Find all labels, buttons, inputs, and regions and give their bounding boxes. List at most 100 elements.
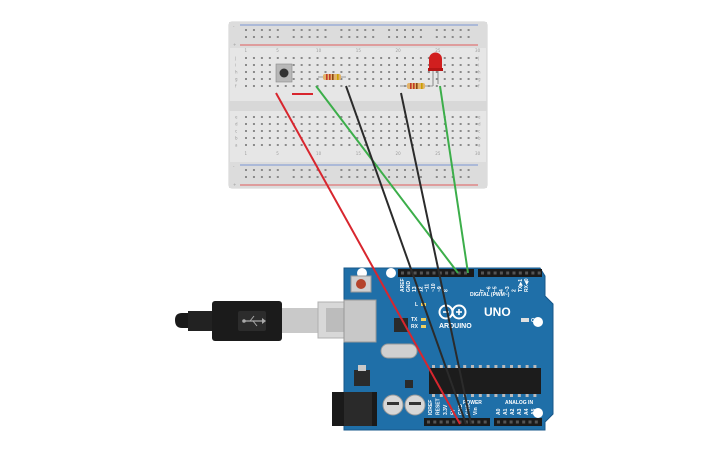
column-number: 25 [435, 151, 441, 156]
row-letter: e [235, 115, 238, 120]
row-letter: d [478, 122, 481, 127]
row-letter: a [235, 143, 238, 148]
usb-cable[interactable] [175, 301, 373, 341]
analog-label: ANALOG IN [505, 400, 533, 406]
pin-label-digital: 12 [418, 286, 424, 292]
wire-red-5v[interactable] [275, 92, 461, 425]
pin-label-digital: ~11 [425, 284, 431, 292]
wire-green-led[interactable] [439, 85, 469, 274]
row-letter: h [235, 70, 238, 75]
power-label: POWER [463, 400, 482, 406]
row-letter: f [235, 84, 237, 89]
capacitor [382, 394, 404, 416]
pin-label-aref: AREF [400, 278, 406, 292]
l-label: L [415, 302, 418, 308]
wires[interactable] [275, 85, 472, 425]
pin-label-digital: 2 [512, 289, 518, 292]
led-tx [421, 318, 426, 321]
column-number: 20 [396, 151, 402, 156]
pin-label-analog: A5 [531, 408, 537, 415]
digital-header-left [398, 269, 474, 277]
pin-label-digital: ~6 [486, 286, 492, 292]
led-red[interactable] [428, 52, 443, 87]
pin-label-analog: A1 [503, 408, 509, 415]
pin-label-digital: 4 [499, 289, 505, 292]
row-letter: b [235, 136, 238, 141]
pin-label-rx: RX◀0 [524, 278, 530, 292]
row-letter: c [235, 129, 237, 134]
pin-label-power: RESET [436, 398, 442, 415]
digital-label: DIGITAL (PWM~) [470, 292, 510, 298]
top-power-rail [229, 22, 487, 48]
pin-label-digital: ~9 [437, 286, 443, 292]
led-rx [421, 325, 426, 328]
crystal-oscillator [380, 343, 418, 359]
row-letter: h [478, 70, 481, 75]
row-letter: g [478, 77, 481, 82]
pin-label-analog: A0 [496, 408, 502, 415]
row-letter: b [478, 136, 481, 141]
rail-plus-label: + [233, 42, 236, 47]
pin-label-tx: TX▶1 [518, 279, 524, 292]
rail-plus-label-bottom: + [233, 182, 236, 187]
row-letter: g [235, 77, 238, 82]
pin-label-analog: A4 [524, 408, 530, 415]
pin-label-digital: 8 [444, 289, 450, 292]
pin-label-digital: 13 [412, 286, 418, 292]
column-number: 5 [276, 48, 279, 53]
column-number: 10 [316, 151, 322, 156]
column-number: 15 [356, 48, 362, 53]
brand-label: ARDUINO [439, 323, 472, 330]
pin-label-power: Vin [473, 407, 479, 415]
column-number: 1 [245, 151, 248, 156]
rail-minus-label-bottom: - [233, 164, 235, 169]
digital-header-right [478, 269, 542, 277]
column-number: 5 [276, 151, 279, 156]
row-letter: j [234, 56, 236, 61]
usb-b-socket [343, 299, 377, 343]
pushbutton[interactable] [275, 63, 293, 83]
row-letter: i [235, 63, 236, 68]
column-number: 20 [396, 48, 402, 53]
pin-label-power: IOREF [428, 400, 434, 415]
row-letter: i [478, 63, 479, 68]
pin-label-power: 3.3V [443, 404, 449, 415]
column-number: 30 [475, 48, 481, 53]
column-number: 15 [356, 151, 362, 156]
breadboard-center-gap [229, 101, 487, 111]
wire-green-button[interactable] [315, 85, 459, 274]
row-letter: e [478, 115, 481, 120]
rx-label: RX [411, 324, 419, 330]
bottom-power-rail [229, 162, 487, 188]
reset-button[interactable] [350, 275, 372, 293]
voltage-regulator [354, 370, 370, 386]
row-letter: c [478, 129, 480, 134]
tx-label: TX [411, 317, 418, 323]
pin-label-gnd: GND [406, 281, 412, 293]
column-number: 30 [475, 151, 481, 156]
breadboard-holes [245, 29, 478, 178]
pin-label-digital: ~10 [431, 283, 437, 292]
pin-label-analog: A2 [510, 408, 516, 415]
arduino-uno-board[interactable]: L TX RX ARDUINO UNO ON [332, 267, 554, 431]
usb-chip [394, 318, 408, 332]
smd-component [405, 380, 413, 388]
row-letter: f [478, 84, 480, 89]
mounting-hole [386, 268, 396, 278]
resistor-1[interactable] [318, 74, 346, 80]
power-header [424, 418, 490, 426]
model-label: UNO [484, 305, 511, 319]
row-letter: a [478, 143, 481, 148]
mounting-hole [533, 317, 543, 327]
pin-label-digital: 7 [480, 289, 486, 292]
wire-black-gnd-1[interactable] [345, 85, 467, 425]
wire-black-gnd-2[interactable] [400, 92, 472, 425]
column-number: 1 [245, 48, 248, 53]
column-number: 25 [435, 48, 441, 53]
pin-label-analog: A3 [517, 408, 523, 415]
resistor-2[interactable] [400, 83, 433, 89]
on-label: ON [531, 318, 539, 324]
